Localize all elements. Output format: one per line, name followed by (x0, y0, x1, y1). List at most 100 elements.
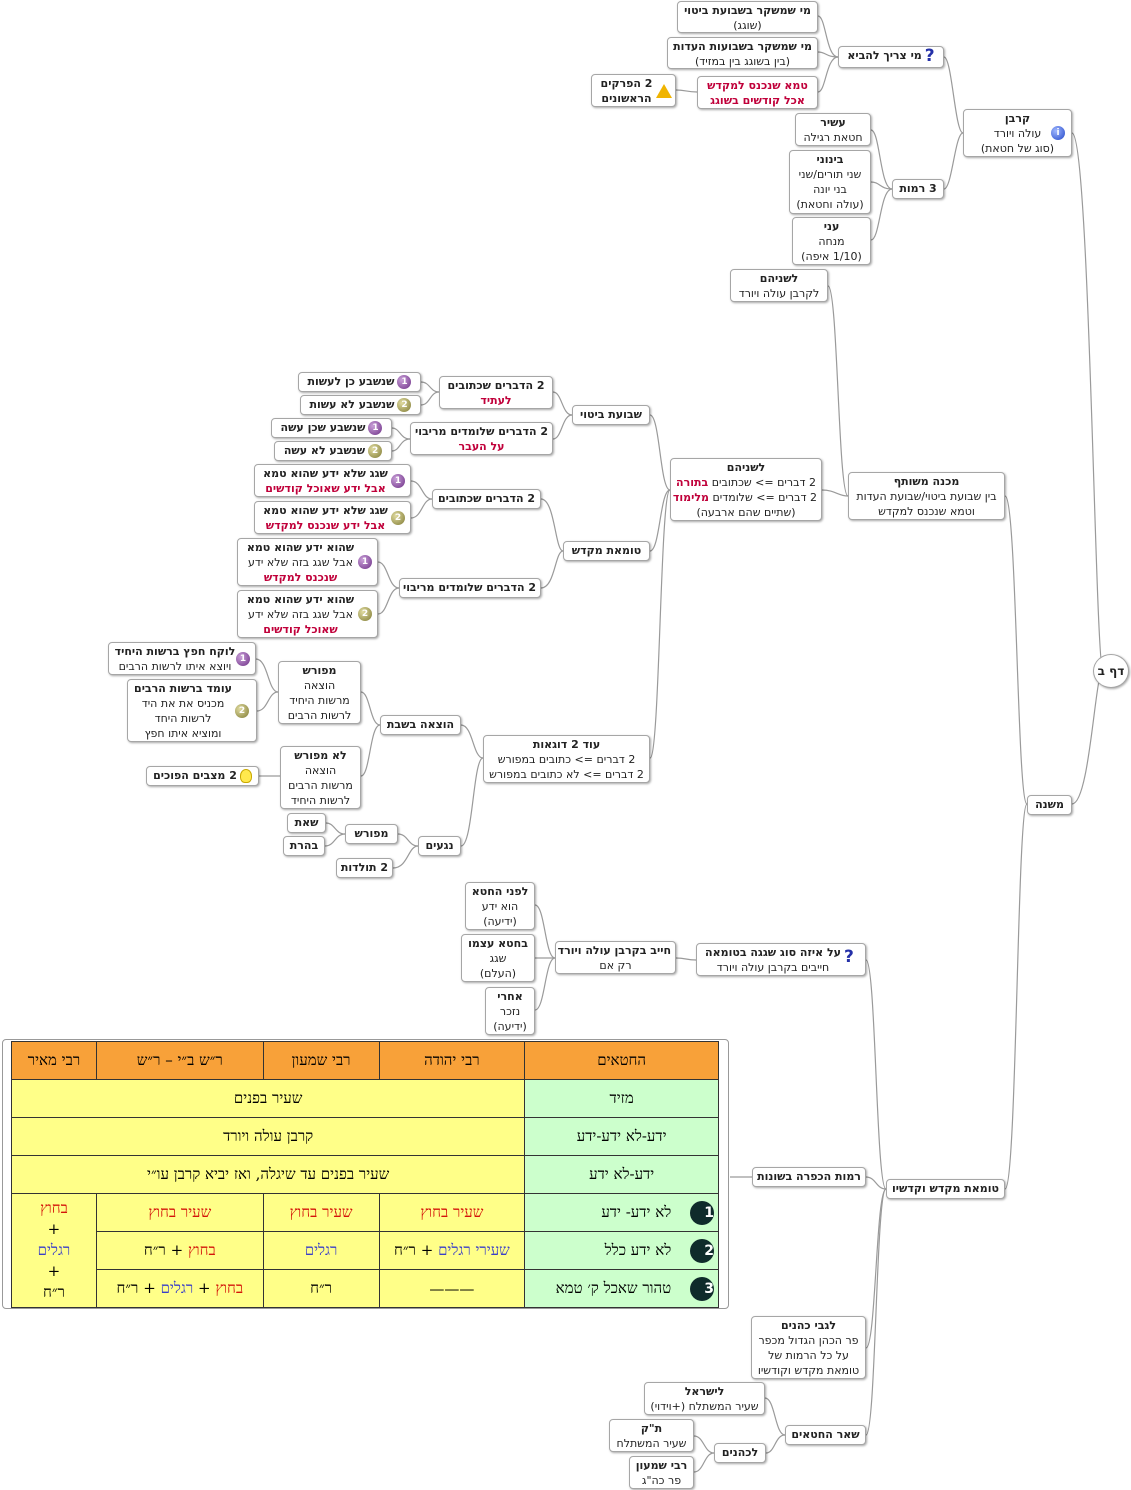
table-header-row: החטאים רבי יהודה רבי שמעון ר״ש ב״י – ר״ש… (11, 1041, 719, 1080)
tm4-title: שהוא ידע שהוא טמא (246, 593, 355, 606)
negaim-node[interactable]: נגעים (418, 836, 461, 856)
lishnihem2-title: לשניהם (726, 461, 766, 474)
shvuat-bitui-node[interactable]: שבועת ביטוי (572, 405, 650, 425)
mishna-node[interactable]: משנה (1027, 795, 1072, 815)
tm2-node[interactable]: 2 שגג שלא ידע שהוא טמא אבל ידע שנכנס למק… (254, 501, 411, 534)
tm4-node[interactable]: 2 שהוא ידע שהוא טמא אבל שגג בזה שלא ידע … (237, 590, 378, 638)
header-r-shimon: רבי שמעון (262, 1041, 380, 1080)
shear-hachataim-node[interactable]: שאר החטאים (785, 1425, 866, 1445)
lkohanim-node[interactable]: לכהנים (714, 1443, 766, 1463)
baheret-label: בהרת (289, 839, 319, 852)
al-eize-node[interactable]: ? על איזה סוג שגגה בטומאה חייבים בקרבן ע… (696, 943, 866, 976)
ramot-kapara-node[interactable]: רמות הכפרה בשונות (752, 1167, 866, 1187)
who-needs-node[interactable]: ?מי צריך להביא (838, 46, 944, 68)
lishnihem-node[interactable]: לשניהם לקרבן עולה ויורד (730, 269, 828, 302)
rs-sub: פר כה"ג (641, 1474, 682, 1487)
lomdim-avar-node[interactable]: 2 הדברים שלומדים מריבוי על העבר (410, 422, 553, 455)
acharei-line2: (ידיעה) (493, 1020, 527, 1033)
meforash-node[interactable]: מפורש הוצאה מרשות היחיד לרשות הרבים (278, 661, 361, 724)
lifnei-node[interactable]: לפני החטא הוא ידע (ידיעה) (465, 882, 535, 930)
korban-node[interactable]: i קרבן עולה ויורד (סוג של חטאת) (963, 109, 1072, 157)
rs-node[interactable]: רבי שמעון פר כה"ג (629, 1456, 694, 1489)
meforash2-node[interactable]: מפורש (345, 824, 398, 844)
baheret-node[interactable]: בהרת (283, 836, 325, 856)
who-edut-node[interactable]: מי שמשקר בשבועות העדות (בין בשוגג בין במ… (667, 37, 818, 69)
cell-r-yehuda: שעיר בחוץ (378, 1193, 526, 1232)
lomdim2-label: 2 הדברים שלומדים מריבוי (402, 581, 536, 594)
tumat-kodashav-label: טומאת מקדש וקדשיו (892, 1182, 999, 1195)
beinoni-line3: (עולה וחטאת) (796, 198, 864, 211)
beinoni-node[interactable]: בינוני שני תורים/שני בני יונה (עולה וחטא… (789, 150, 871, 214)
lishnihem-sub: לקרבן עולה ויורד (738, 287, 820, 300)
lishnihem2-node[interactable]: לשניהם 2 דברים => שכתובים בתורה 2 דברים … (670, 458, 822, 521)
ani-node[interactable]: עני מנחה (1/10 איפה) (792, 217, 871, 265)
cell-part: ר״ח (143, 1241, 166, 1259)
toldot-node[interactable]: 2 תולדות (336, 858, 393, 878)
lo-meforash-line2: מרשות הרבים (288, 779, 353, 792)
sb2-label: שנשבע לא עשות (309, 398, 395, 411)
tm2-sub: אבל ידע שנכנס למקדש (265, 519, 386, 532)
od2-node[interactable]: עוד 2 דוגאות 2 דברים => כתובים במפורש 2 … (483, 735, 650, 783)
bacheit-node[interactable]: בחטא עצמו שגג (העלם) (461, 934, 535, 982)
ashir-node[interactable]: עשיר חטאת רגילה (795, 113, 871, 146)
ani-line1: מנחה (818, 235, 845, 248)
sb3-node[interactable]: 1שנשבע שכן עשה (271, 418, 392, 438)
lo-meforash-node[interactable]: לא מפורש הוצאה מרשות הרבים לרשות היחיד (280, 746, 361, 809)
cell-plus: + (420, 1241, 434, 1259)
tumat-kodashav-node[interactable]: טומאת מקדש וקדשיו (886, 1179, 1005, 1199)
meforash-line1: הוצאה (303, 679, 336, 692)
cell-part: בחוץ (187, 1241, 216, 1259)
lgabei-kohanim-node[interactable]: לגבי כהנים פר הכהן הגדול מכפר על כל הרמו… (751, 1316, 866, 1379)
acharei-line1: נזכר (499, 1005, 521, 1018)
lyisrael-node[interactable]: לישראל שעיר המשתלח (+וידוי) (644, 1382, 765, 1415)
ktuvim-atid-node[interactable]: 2 הדברים שכתובים לעתיד (439, 376, 553, 409)
acharei-node[interactable]: אחרי נזכר (ידיעה) (485, 987, 535, 1035)
tm3-line1: אבל שגג בזה שלא ידע (248, 556, 353, 569)
cell-r-yehuda: שעירי רגלים + ר״ח (378, 1231, 526, 1270)
chayav-node[interactable]: חייב בקרבן עולה ויורד רק אם (555, 941, 676, 974)
rs-title: רבי שמעון (635, 1459, 688, 1472)
tm1-node[interactable]: 1 שגג שלא ידע שהוא טמא אבל ידע שאוכל קוד… (254, 464, 411, 497)
sb1-node[interactable]: 1שנשבע כן לעשות (298, 372, 421, 392)
tm3-line2: שנכנס למקדש (263, 571, 338, 584)
table-row: מזיד שעיר בפנים (10, 1079, 719, 1118)
seet-node[interactable]: שאת (287, 813, 326, 833)
number-1-icon: 1 (368, 421, 383, 435)
hotzaa-node[interactable]: הוצאה בשבת (380, 715, 461, 735)
meir-plus2: + (47, 1262, 61, 1280)
perakim-node[interactable]: 2 הפרקים הראשונים (591, 74, 676, 107)
lomdim2-node[interactable]: 2 הדברים שלומדים מריבוי (399, 578, 541, 598)
ho2-node[interactable]: 2 עומד ברשות הרבים מכניס את את היד לרשות… (127, 679, 257, 742)
root-node[interactable]: דף ב (1093, 654, 1129, 688)
three-levels-node[interactable]: 3 רמות (892, 179, 944, 199)
meir-plus1: + (47, 1220, 61, 1238)
perakim-line1: 2 הפרקים (600, 77, 653, 90)
meir-a: בחוץ (40, 1199, 68, 1217)
meforash2-label: מפורש (354, 827, 389, 840)
tk-node[interactable]: ת"ק שעיר המשתלח (609, 1419, 694, 1452)
ktuvim-atid-title: 2 הדברים שכתובים (447, 379, 545, 392)
row-label: מזיד (524, 1079, 719, 1118)
sb4-node[interactable]: 2שנשבע לא עשה (274, 441, 392, 461)
tk-sub: שעיר המשתלח (616, 1437, 687, 1450)
common-denominator-node[interactable]: מכנה משותף בין שבועת ביטוי/שבועת העדות ו… (848, 472, 1005, 520)
header-chataim: החטאים (524, 1041, 719, 1080)
who-tame-node[interactable]: טמא שנכנס למקדש אכל קודשים בשוגג (697, 76, 818, 109)
tm3-node[interactable]: 1 שהוא ידע שהוא טמא אבל שגג בזה שלא ידע … (237, 538, 378, 586)
row-label: 2 לא ידע כלל (524, 1231, 719, 1270)
ktuvim2-node[interactable]: 2 הדברים שכתובים (432, 489, 541, 509)
cell-rsby: שעיר בחוץ (95, 1193, 264, 1232)
header-r-meir: רבי מאיר (11, 1041, 97, 1080)
sb2-node[interactable]: 2שנשבע לא עשות (300, 395, 421, 415)
lightbulb-icon (239, 769, 252, 783)
tumat-mikdash-node[interactable]: טומאת מקדש (563, 541, 650, 561)
bacheit-title: בחטא עצמו (468, 937, 528, 950)
number-3-badge: 3 (690, 1276, 714, 1301)
who-bitui-node[interactable]: מי שמשקר בשבועת ביטוי (שוגג) (677, 1, 818, 33)
row-value: שעיר בפנים (10, 1079, 526, 1118)
beinoni-title: בינוני (816, 153, 844, 166)
ho1-node[interactable]: 1 לוקח חפץ ברשות היחיד ויוצא איתו לרשות … (108, 642, 256, 675)
matzavim-node[interactable]: 2 מצבים הפוכים (146, 766, 259, 786)
number-2-icon: 2 (397, 398, 412, 412)
cell-rsby: בחוץ + רגלים + ר״ח (95, 1269, 264, 1308)
